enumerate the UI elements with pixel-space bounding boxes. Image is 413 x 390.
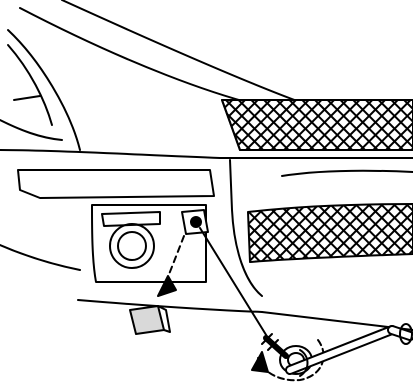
tow-eye-opening [182,210,208,234]
fog-lamp [102,212,160,268]
upper-grille [222,100,413,150]
lower-grille [248,204,413,262]
headlamp-outline [0,30,80,150]
hood-outline [20,0,300,112]
remove-cover-arrow [158,236,184,296]
tow-hook-cover [130,306,170,334]
